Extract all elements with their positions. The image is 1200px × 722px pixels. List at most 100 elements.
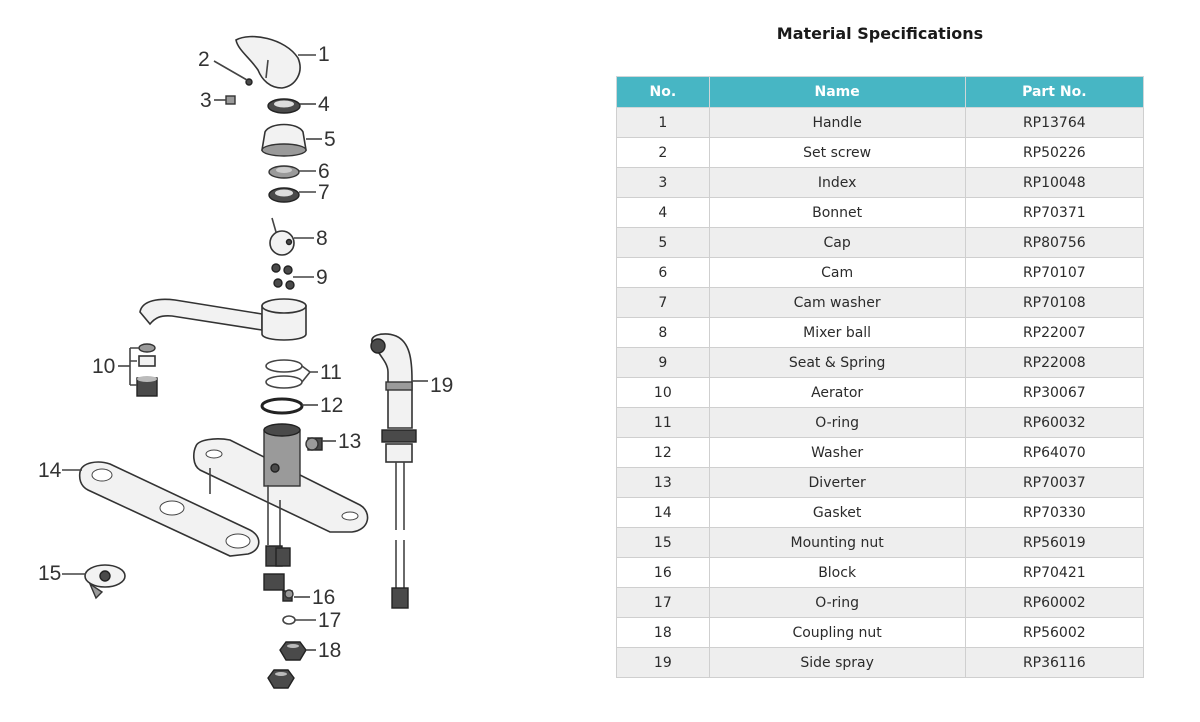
cell-name: Side spray (708, 647, 966, 678)
header-name: Name (708, 76, 966, 108)
cell-name: Mixer ball (708, 317, 966, 348)
callout-5: 5 (324, 128, 336, 151)
part-seat-spring (271, 263, 295, 290)
cell-part-no: RP70037 (964, 467, 1145, 498)
cell-part-no: RP13764 (964, 107, 1145, 138)
part-mixer-ball (269, 230, 295, 256)
cell-no: 13 (616, 467, 710, 498)
cell-part-no: RP22008 (964, 347, 1145, 378)
header-no: No. (616, 76, 710, 108)
cell-no: 4 (616, 197, 710, 228)
cell-no: 2 (616, 137, 710, 168)
callout-13: 13 (338, 430, 361, 453)
table-header-row: No. Name Part No. (616, 76, 1145, 108)
cell-name: Aerator (708, 377, 966, 408)
callout-12: 12 (320, 394, 343, 417)
part-gasket (78, 461, 260, 557)
cell-part-no: RP56002 (964, 617, 1145, 648)
part-valve-body (193, 423, 369, 591)
header-part-no: Part No. (964, 76, 1145, 108)
cell-name: Diverter (708, 467, 966, 498)
cell-no: 6 (616, 257, 710, 288)
part-spout (139, 298, 307, 341)
part-o-ring-11 (265, 359, 303, 389)
part-diverter (305, 437, 323, 451)
cell-part-no: RP70330 (964, 497, 1145, 528)
cell-no: 19 (616, 647, 710, 678)
part-set-screw (245, 78, 253, 86)
cell-part-no: RP80756 (964, 227, 1145, 258)
cell-part-no: RP36116 (964, 647, 1145, 678)
cell-name: Cam washer (708, 287, 966, 318)
cell-no: 12 (616, 437, 710, 468)
cell-name: Coupling nut (708, 617, 966, 648)
cell-name: Cap (708, 227, 966, 258)
cell-no: 14 (616, 497, 710, 528)
callout-1: 1 (318, 43, 330, 66)
callout-14: 14 (38, 459, 62, 482)
cell-part-no: RP70108 (964, 287, 1145, 318)
callout-7: 7 (318, 181, 330, 204)
cell-no: 16 (616, 557, 710, 588)
cell-part-no: RP70371 (964, 197, 1145, 228)
part-side-spray (370, 333, 417, 609)
cell-part-no: RP70107 (964, 257, 1145, 288)
table-title: Material Specifications (776, 24, 984, 43)
cell-part-no: RP64070 (964, 437, 1145, 468)
cell-name: O-ring (708, 587, 966, 618)
cell-no: 15 (616, 527, 710, 558)
cell-part-no: RP22007 (964, 317, 1145, 348)
cell-part-no: RP60032 (964, 407, 1145, 438)
callout-17: 17 (318, 609, 341, 632)
cell-part-no: RP56019 (964, 527, 1145, 558)
callout-6: 6 (318, 160, 330, 183)
callout-3: 3 (200, 89, 212, 112)
cell-no: 5 (616, 227, 710, 258)
cell-no: 8 (616, 317, 710, 348)
cell-no: 9 (616, 347, 710, 378)
part-cap (261, 123, 307, 151)
cell-part-no: RP10048 (964, 167, 1145, 198)
part-washer (260, 397, 304, 415)
part-index (225, 95, 236, 105)
cell-name: Block (708, 557, 966, 588)
part-mounting-nut (84, 564, 126, 600)
cell-name: Mounting nut (708, 527, 966, 558)
exploded-faucet-diagram: 1 2 3 4 5 6 7 8 9 (38, 35, 453, 689)
cell-name: Gasket (708, 497, 966, 528)
callout-18: 18 (318, 639, 341, 662)
callout-10: 10 (92, 355, 115, 378)
cell-no: 3 (616, 167, 710, 198)
cell-name: Index (708, 167, 966, 198)
callout-4: 4 (318, 93, 330, 116)
cell-name: Set screw (708, 137, 966, 168)
cell-no: 11 (616, 407, 710, 438)
cell-part-no: RP30067 (964, 377, 1145, 408)
cell-name: Cam (708, 257, 966, 288)
callout-2: 2 (198, 48, 210, 71)
part-coupling-nut (267, 641, 307, 689)
cell-name: Seat & Spring (708, 347, 966, 378)
callout-19: 19 (430, 374, 453, 397)
part-block (282, 589, 294, 602)
callout-9: 9 (316, 266, 328, 289)
cell-part-no: RP60002 (964, 587, 1145, 618)
callout-8: 8 (316, 227, 328, 250)
cell-part-no: RP70421 (964, 557, 1145, 588)
